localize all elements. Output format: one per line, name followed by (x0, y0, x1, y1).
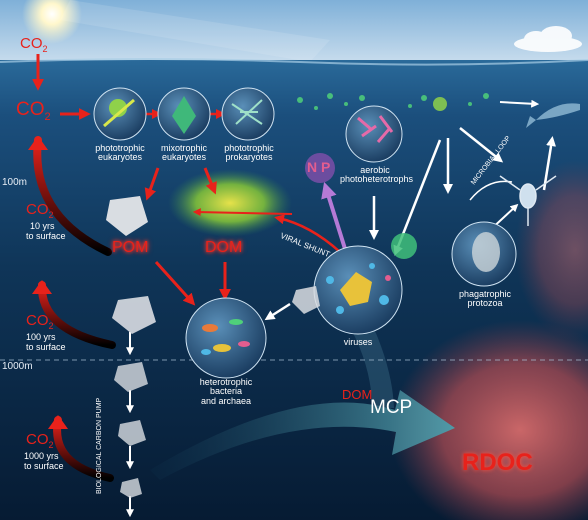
co2-1000yr-label: CO2 (26, 431, 54, 450)
sequestration-1000yr-line2: to surface (24, 461, 64, 471)
nutrient-label: N P (307, 159, 331, 175)
cloud-icon (514, 26, 582, 52)
sky (0, 0, 588, 62)
pom-label: POM (112, 239, 149, 256)
green-cell (391, 233, 417, 259)
sequestration-100yr-line1: 100 yrs (26, 332, 56, 342)
sea-surface (0, 58, 588, 66)
surface-plankton (297, 93, 489, 111)
curve-head-1 (28, 136, 48, 150)
phytoplankton-bubbles (93, 87, 275, 141)
nutrient-arrow (321, 181, 348, 253)
phyto-to-dom-arrow (203, 167, 217, 195)
nutrient-bubble (305, 153, 335, 183)
depth-label-1000m: 1000m (2, 361, 33, 372)
bacteria-cells (201, 319, 250, 355)
phyto-to-pom-arrow (144, 167, 160, 201)
protozoa-cell (472, 232, 500, 272)
aerobic-cells (357, 115, 394, 143)
biological-carbon-pump-label: BIOLOGICAL CARBON PUMP (96, 397, 103, 494)
zoo-to-fish-arrow (542, 136, 556, 191)
sun-ray (60, 0, 330, 62)
co2-surface-label: CO2 (16, 99, 51, 123)
sun-icon (22, 0, 82, 44)
virus-capsid (340, 272, 372, 306)
bacteria-bubble (185, 297, 267, 379)
rdoc-cloud (390, 320, 588, 520)
dom-deep-label: DOM (342, 387, 373, 402)
phyto-to-zooplankton-arrow (459, 127, 504, 163)
virus-particles (326, 263, 391, 314)
curve-head-2 (32, 280, 52, 294)
sequestration-10yr-line2: to surface (26, 231, 66, 241)
sequestration-10yr-line1: 10 yrs (30, 221, 55, 231)
pom-to-bacteria-arrow (154, 260, 196, 306)
co2-atmosphere-label: CO2 (20, 35, 48, 54)
mcp-label: MCP (370, 397, 413, 418)
curve-head-3 (48, 415, 68, 429)
co2-10yr-label: CO2 (26, 201, 54, 220)
depth-label-100m: 100m (2, 177, 28, 188)
dom-cloud (168, 169, 292, 237)
viruses-label: viruses (343, 337, 373, 347)
aerobic-bubble (345, 105, 403, 163)
to-fish-arrow (499, 99, 540, 108)
rdoc-label: RDOC (462, 449, 533, 476)
dom-label: DOM (205, 239, 243, 256)
sequestration-100yr-line2: to surface (26, 342, 66, 352)
fish-icon (526, 103, 580, 128)
pom-particles (106, 196, 320, 498)
viruses-to-bacteria-arrow (264, 302, 291, 321)
co2-100yr-label: CO2 (26, 312, 54, 331)
mcp-arrow (150, 390, 455, 480)
sequestration-1000yr-line1: 1000 yrs (24, 451, 59, 461)
viral-shunt-arrow (274, 214, 341, 253)
co2-return-curve-10yr (33, 136, 112, 256)
dom-back-arrow (192, 208, 293, 217)
co2-return-curve-100yr (37, 281, 116, 349)
zooplankton-icon (499, 175, 557, 226)
